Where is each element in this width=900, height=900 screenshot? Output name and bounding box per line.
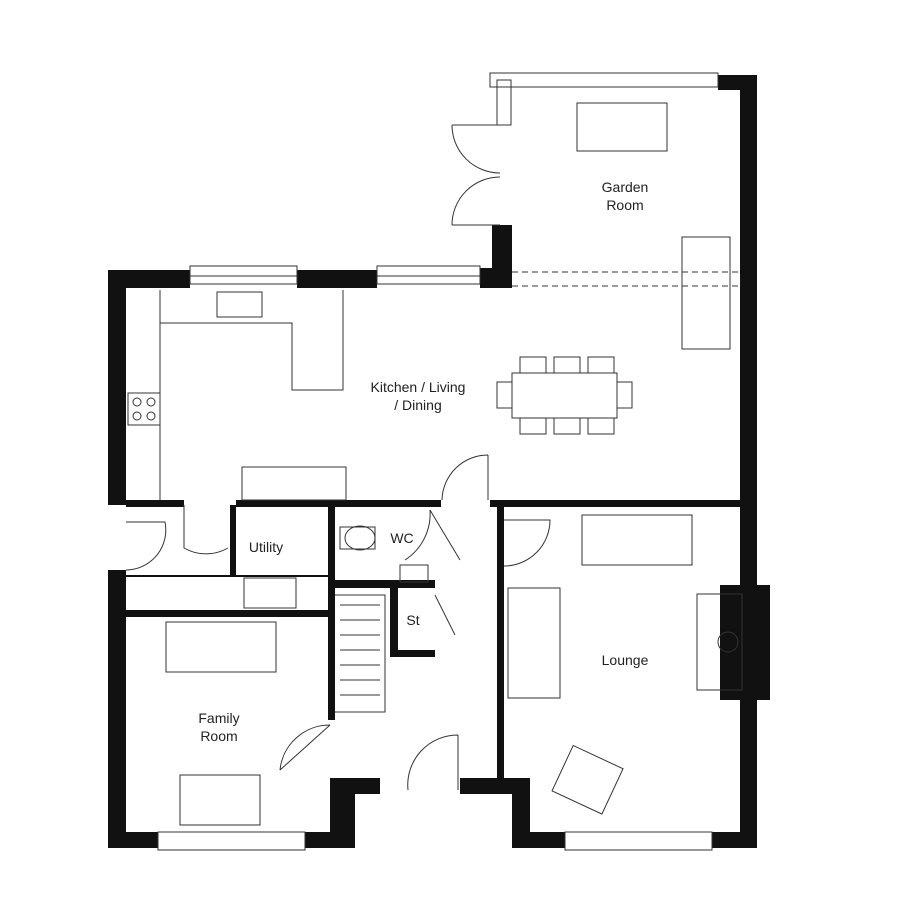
external-walls: [108, 75, 770, 848]
sofa-icon: [681, 236, 731, 350]
sofa-icon: [507, 587, 561, 699]
utility-sink-icon: [243, 577, 297, 609]
fireplace-icon: [696, 593, 743, 691]
room-label-utility: Utility: [249, 539, 283, 555]
room-label-store: St: [406, 612, 419, 628]
dining-table-icon: [511, 372, 618, 419]
sofa-icon: [179, 774, 261, 826]
room-label-kitchen-living-dining: Kitchen / Living/ Dining: [371, 379, 466, 413]
internal-walls: [126, 500, 740, 792]
room-label-wc: WC: [390, 530, 413, 546]
basin-icon: [399, 564, 429, 583]
hob-icon: [127, 392, 161, 426]
windows: [157, 72, 740, 851]
room-label-lounge: Lounge: [602, 652, 649, 668]
furniture: [127, 102, 743, 826]
armchair-icon: [551, 744, 624, 815]
sofa-icon: [165, 621, 277, 673]
sofa-icon: [576, 102, 668, 152]
sofa-icon: [581, 514, 693, 566]
stairs-icon: [335, 594, 386, 713]
kitchen-sink-icon: [216, 291, 263, 318]
doors: [125, 124, 551, 791]
